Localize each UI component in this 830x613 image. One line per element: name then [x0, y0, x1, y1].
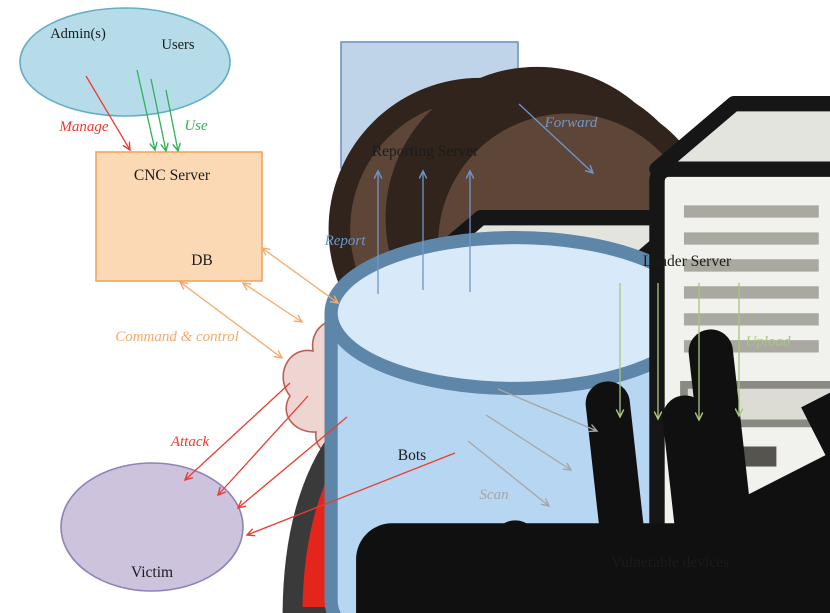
forward-edge-label: Forward: [544, 115, 598, 131]
forward-arrow: [518, 103, 595, 175]
report-arrows: [373, 169, 475, 294]
command-control-arrows: [178, 247, 340, 359]
command-control-arrow: [178, 281, 284, 359]
victim-label: Victim: [131, 564, 173, 581]
upload-edge-label: Upload: [746, 334, 792, 350]
loader-server-label: Loader Server: [643, 253, 732, 270]
admins-label: Admin(s): [50, 26, 106, 42]
use-arrow: [136, 69, 158, 152]
command-control-arrow: [241, 282, 304, 323]
use-arrow: [150, 78, 169, 153]
use-edge-label: Use: [184, 118, 208, 134]
attack-arrow: [183, 382, 291, 482]
attack-arrows: [183, 382, 456, 537]
users-label: Users: [161, 37, 194, 53]
manage-arrow: [85, 75, 131, 152]
scan-arrow: [485, 414, 573, 471]
upload-arrows: [615, 283, 744, 422]
bots-label: Bots: [398, 447, 426, 464]
scan-arrow: [467, 440, 551, 507]
use-arrow: [165, 89, 181, 153]
cnc-server-label: CNC Server: [134, 167, 211, 184]
attack-edge-label: Attack: [170, 434, 210, 450]
scan-arrow: [497, 388, 599, 433]
reporting-server-label: Reporting Server: [372, 143, 479, 160]
user-group-ellipse: [19, 7, 231, 117]
victim-ellipse: [60, 462, 244, 592]
vulnerable-devices-label: Vulnerable devices: [611, 554, 729, 571]
attack-arrow: [245, 452, 456, 537]
scan-arrows: [467, 388, 599, 507]
attack-arrow: [216, 395, 309, 497]
db-label: DB: [191, 252, 213, 269]
attack-arrow: [236, 416, 348, 510]
cnc-server-box: [95, 151, 263, 282]
command-control-arrow: [260, 247, 340, 304]
manage-edge-label: Manage: [58, 119, 108, 135]
use-arrows: [136, 69, 181, 153]
scan-edge-label: Scan: [479, 487, 508, 503]
report-edge-label: Report: [324, 233, 367, 249]
dvr-device-icon: [386, 591, 830, 613]
command-control-edge-label: Command & control: [115, 329, 239, 345]
